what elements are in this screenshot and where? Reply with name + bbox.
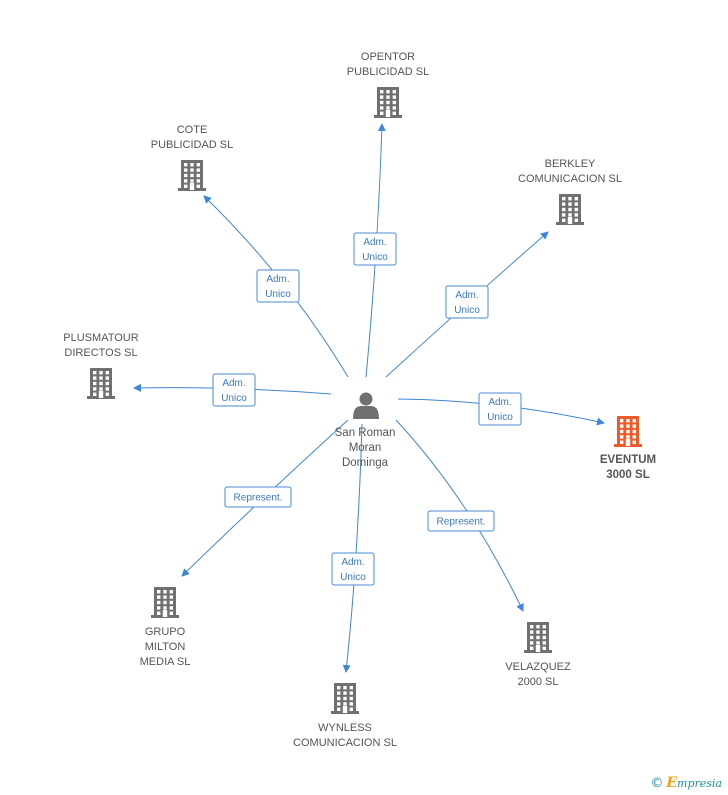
company-name[interactable]: PUBLICIDAD SL [347,66,430,78]
building-icon[interactable] [178,160,206,191]
company-name[interactable]: PUBLICIDAD SL [151,139,234,151]
relation-label-text: Adm. [488,397,511,408]
relation-edge-plusmatour: Adm. Unico [133,373,332,407]
company-node-plusmatour[interactable]: PLUSMATOUR DIRECTOS SL [63,332,139,399]
relation-label-text: Unico [362,252,388,263]
relation-edge-berkley: Adm. Unico [385,231,549,378]
relation-label-text: Adm. [222,378,245,389]
company-node-berkley[interactable]: BERKLEY COMUNICACION SL [518,158,622,225]
company-name[interactable]: 3000 SL [606,469,649,481]
relation-edge-velazquez: Represent. [395,419,524,612]
relation-label[interactable]: Adm. Unico [256,269,300,303]
relation-label-text: Represent. [437,517,486,528]
person-name[interactable]: Dominga [342,457,389,469]
relation-label-box[interactable] [445,285,489,319]
company-name[interactable]: COMUNICACION SL [518,173,622,185]
company-name[interactable]: OPENTOR [361,51,415,63]
company-name[interactable]: COTE [177,124,208,136]
copyright-symbol: © [650,776,664,791]
building-icon[interactable] [151,587,179,618]
company-name[interactable]: DIRECTOS SL [64,347,137,359]
building-icon[interactable] [614,416,642,447]
person-icon[interactable] [353,392,379,420]
relation-label-text: Adm. [341,557,364,568]
company-node-opentor[interactable]: OPENTOR PUBLICIDAD SL [347,51,430,118]
company-name[interactable]: COMUNICACION SL [293,737,397,749]
relation-label-text: Adm. [266,274,289,285]
relation-label-box[interactable] [478,392,522,426]
relation-edge-grupo-milton: Represent. [181,419,349,577]
person-name[interactable]: Moran [349,442,382,454]
relation-label-text: Unico [340,572,366,583]
company-name[interactable]: BERKLEY [545,158,596,170]
building-icon[interactable] [524,622,552,653]
company-name[interactable]: GRUPO [145,626,186,638]
relation-label[interactable]: Adm. Unico [353,232,397,266]
company-name[interactable]: EVENTUM [600,454,656,466]
company-node-velazquez[interactable]: VELAZQUEZ 2000 SL [505,622,571,688]
relation-label-text: Unico [487,412,513,423]
company-name[interactable]: PLUSMATOUR [63,332,138,344]
relation-label-box[interactable] [331,552,375,586]
company-node-grupo-milton[interactable]: GRUPO MILTON MEDIA SL [140,587,191,668]
relation-label-text: Unico [454,305,480,316]
brand-initial: E [666,775,678,791]
building-icon[interactable] [556,194,584,225]
relation-label[interactable]: Represent. [224,486,292,508]
building-icon[interactable] [331,683,359,714]
relation-label-box[interactable] [212,373,256,407]
relation-label[interactable]: Represent. [427,510,495,532]
company-node-eventum[interactable]: EVENTUM 3000 SL [600,416,656,481]
company-name[interactable]: MILTON [145,641,186,653]
relation-label-text: Unico [221,393,247,404]
brand-name: mpresia [677,777,722,790]
relation-label-text: Adm. [363,237,386,248]
relation-label-box[interactable] [427,510,495,532]
relation-edge-cote: Adm. Unico [203,195,349,378]
relation-label-box[interactable] [353,232,397,266]
relation-label-box[interactable] [256,269,300,303]
relation-label-text: Represent. [234,493,283,504]
relation-label[interactable]: Adm. Unico [478,392,522,426]
company-name[interactable]: VELAZQUEZ [505,661,571,673]
nodes-layer: OPENTOR PUBLICIDAD SL COTE PUBLICIDAD SL BER… [63,51,656,749]
edge-arrow-velazquez [395,419,524,612]
relation-label[interactable]: Adm. Unico [212,373,256,407]
footer-brand: ©Empresia [650,775,722,791]
relation-edge-opentor: Adm. Unico [353,123,397,378]
company-node-cote[interactable]: COTE PUBLICIDAD SL [151,124,234,191]
relation-label[interactable]: Adm. Unico [331,552,375,586]
person-name[interactable]: San Roman [335,427,396,439]
company-name[interactable]: MEDIA SL [140,656,191,668]
relation-label-text: Unico [265,289,291,300]
relation-label-text: Adm. [455,290,478,301]
relation-label-box[interactable] [224,486,292,508]
company-name[interactable]: 2000 SL [518,676,559,688]
relation-edge-eventum: Adm. Unico [397,392,605,426]
building-icon[interactable] [87,368,115,399]
relation-edge-wynless: Adm. Unico [331,423,375,673]
building-icon[interactable] [374,87,402,118]
company-name[interactable]: WYNLESS [318,722,372,734]
company-node-wynless[interactable]: WYNLESS COMUNICACION SL [293,683,397,749]
relation-label[interactable]: Adm. Unico [445,285,489,319]
